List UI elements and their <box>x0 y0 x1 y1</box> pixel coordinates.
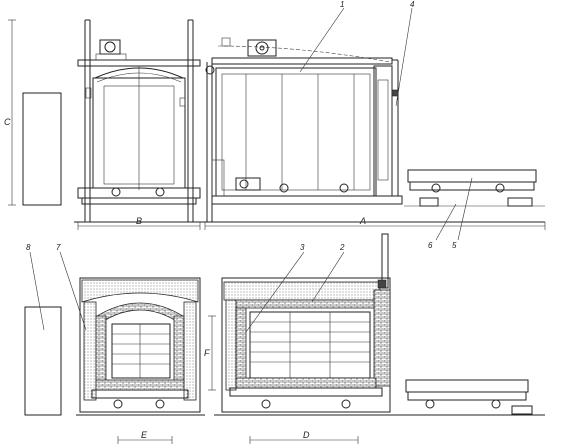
callouts: 1 4 6 5 3 2 8 7 <box>26 0 473 333</box>
control-cabinet-lower <box>24 306 62 416</box>
dimension-b: B <box>77 216 201 230</box>
dimension-a-label: A <box>359 216 366 226</box>
dimension-f-label: F <box>204 348 210 358</box>
callout-5-label: 5 <box>452 241 457 250</box>
dimension-a: A <box>204 216 546 230</box>
control-cabinet <box>22 92 62 206</box>
callout-2-label: 2 <box>339 243 345 252</box>
callout-1: 1 <box>299 0 344 73</box>
dimension-d: D <box>249 430 359 444</box>
callout-6-label: 6 <box>428 241 433 250</box>
dimension-e: E <box>117 430 173 444</box>
dimension-e-label: E <box>141 430 148 440</box>
dimension-b-label: B <box>136 216 142 226</box>
dimension-d-label: D <box>303 430 310 440</box>
callout-7-label: 7 <box>56 243 61 252</box>
dimension-c-label: C <box>4 117 11 127</box>
side-view: A <box>204 37 546 230</box>
callout-3: 3 <box>245 243 305 333</box>
callout-3-label: 3 <box>300 243 305 252</box>
callout-8-label: 8 <box>26 243 31 252</box>
callout-4: 4 <box>395 0 415 107</box>
callout-8: 8 <box>26 243 45 331</box>
section-side-view: D <box>214 233 545 444</box>
callout-5: 5 <box>452 177 473 250</box>
dimension-c: C <box>4 19 16 206</box>
callout-4-label: 4 <box>410 0 415 9</box>
callout-2: 2 <box>311 243 345 303</box>
end-view: C B <box>4 19 205 230</box>
callout-7: 7 <box>56 243 87 331</box>
section-end-view: F E <box>24 277 216 444</box>
callout-1-label: 1 <box>340 0 344 9</box>
callout-6: 6 <box>428 203 457 250</box>
dimension-f: F <box>204 315 216 391</box>
